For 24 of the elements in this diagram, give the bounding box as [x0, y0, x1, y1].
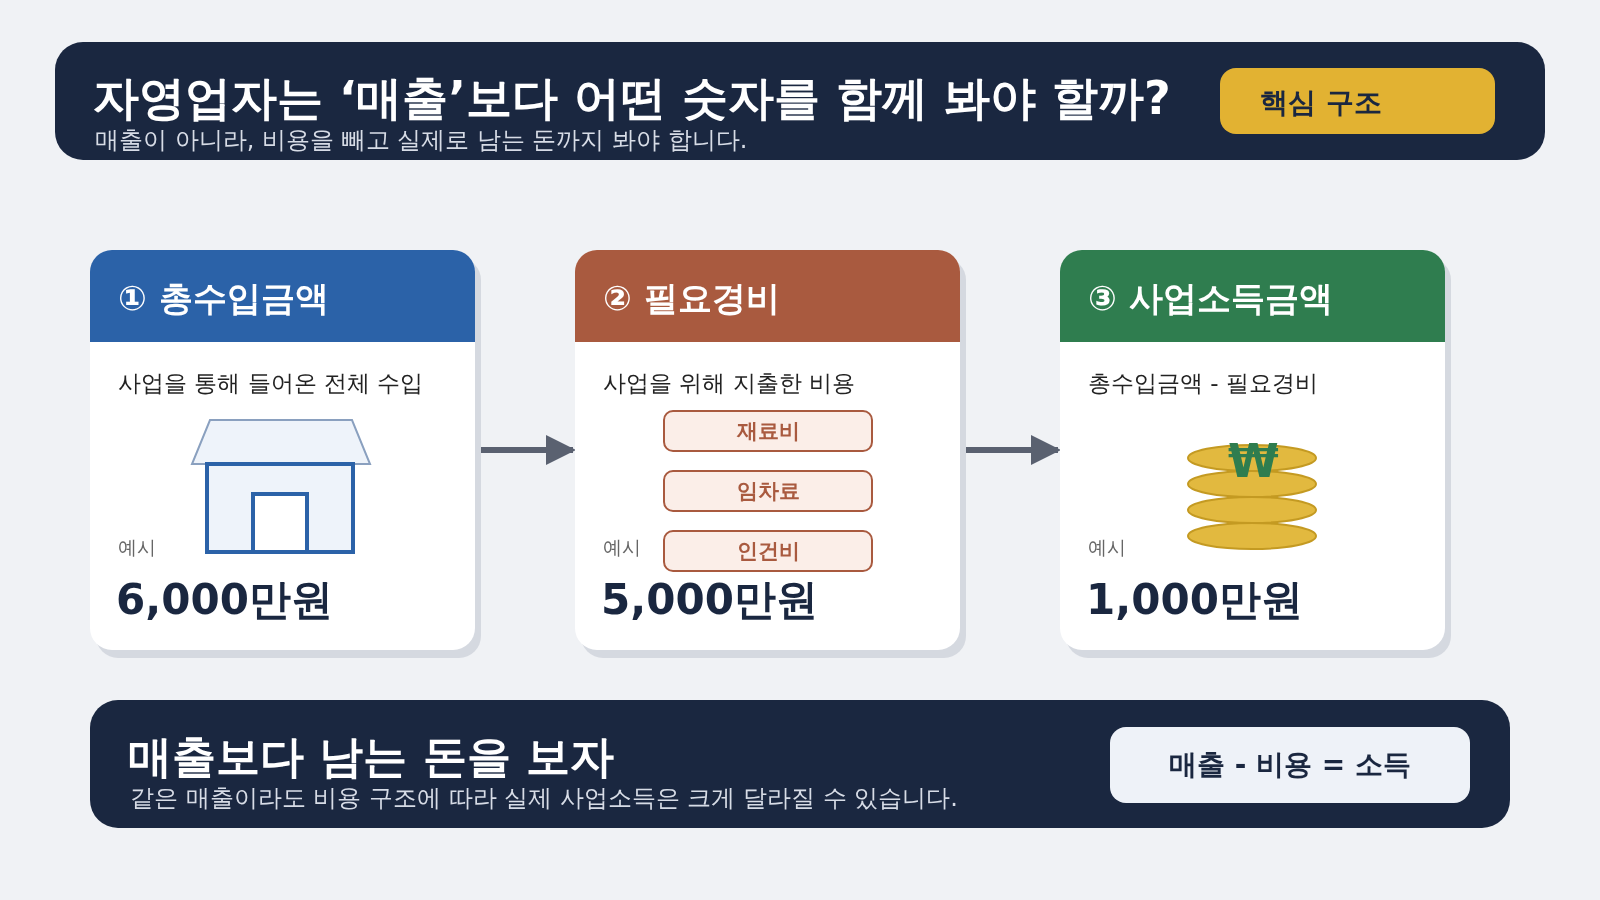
card-heading: ① 총수입금액: [90, 250, 475, 342]
cost-item-tag: 임차료: [663, 470, 873, 512]
amount-value: 6,000만원: [116, 574, 333, 626]
page-subtitle: 매출이 아니라, 비용을 빼고 실제로 남는 돈까지 봐야 합니다.: [95, 125, 748, 156]
header-banner: [55, 42, 1545, 160]
amount-value: 1,000만원: [1086, 574, 1303, 626]
card-description: 사업을 통해 들어온 전체 수입: [118, 369, 424, 398]
page-title: 자영업자는 ‘매출’보다 어떤 숫자를 함께 봐야 할까?: [93, 70, 1171, 127]
summary-banner: [90, 700, 1510, 828]
summary-heading: 매출보다 남는 돈을 보자: [128, 730, 614, 784]
card-description: 사업을 위해 지출한 비용: [603, 369, 855, 398]
currency-sign: ₩: [1228, 438, 1279, 484]
formula-box: 매출 - 비용 = 소득: [1110, 727, 1470, 803]
cost-item-tag: 재료비: [663, 410, 873, 452]
example-label: 예시: [118, 535, 156, 560]
card-heading: ② 필요경비: [575, 250, 960, 342]
amount-value: 5,000만원: [601, 574, 818, 626]
summary-text: 같은 매출이라도 비용 구조에 따라 실제 사업소득은 크게 달라질 수 있습니다.: [130, 783, 958, 814]
example-label: 예시: [603, 535, 641, 560]
cost-item-tag: 인건비: [663, 530, 873, 572]
key-badge: 핵심 구조: [1220, 68, 1495, 134]
card-description: 총수입금액 - 필요경비: [1088, 369, 1318, 398]
card-heading: ③ 사업소득금액: [1060, 250, 1445, 342]
example-label: 예시: [1088, 535, 1126, 560]
